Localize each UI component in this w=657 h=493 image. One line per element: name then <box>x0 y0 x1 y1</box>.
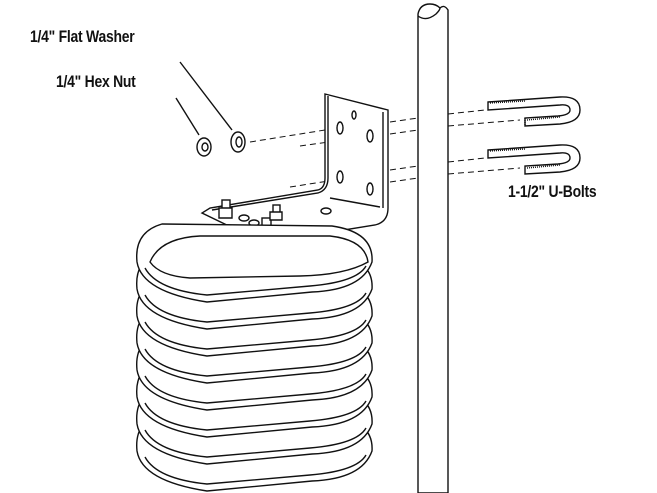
shield-plate-edge <box>144 454 367 485</box>
shield-plate-edge <box>144 346 367 377</box>
shield-plate-edge <box>144 427 367 458</box>
u-bolt-lower <box>487 144 581 175</box>
shield-plate-edge <box>144 319 367 350</box>
shield-plate <box>136 223 373 303</box>
nut-leader <box>175 97 200 136</box>
shield-plate-edge <box>144 292 367 323</box>
washer-leader <box>179 61 233 131</box>
flat-washer <box>230 131 246 153</box>
shield-plate-edge <box>144 373 367 404</box>
l-bracket <box>200 93 389 244</box>
shield-plate-edge <box>144 265 367 296</box>
u-bolts-label: 1-1/2" U-Bolts <box>508 182 597 201</box>
radiation-shield <box>136 223 373 492</box>
hex-nut <box>196 137 212 157</box>
shield-top <box>149 235 369 279</box>
hex-nut-label: 1/4" Hex Nut <box>56 72 136 91</box>
shield-plate-edge <box>144 400 367 431</box>
flat-washer-label: 1/4" Flat Washer <box>30 27 135 46</box>
u-bolt-upper <box>487 96 581 127</box>
pole <box>417 3 449 493</box>
